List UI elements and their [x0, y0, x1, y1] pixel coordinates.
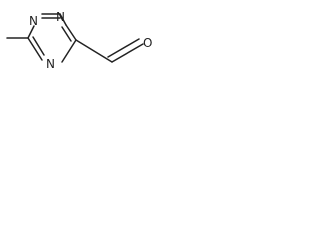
bond-c5-cho — [75, 39, 113, 63]
bond-c3-n4 — [27, 37, 43, 61]
atom-n2-label: N — [29, 14, 38, 28]
bond-c5-c6-double — [61, 26, 72, 42]
bond-cho-o-double-b — [107, 38, 140, 58]
bond-c6-n1 — [59, 13, 67, 26]
bond-c3-n4-double — [32, 36, 45, 56]
bond-n2-c3 — [27, 25, 35, 39]
atom-o-label: O — [143, 36, 152, 50]
bond-n4-c5 — [61, 39, 77, 63]
atom-n1-label: N — [56, 10, 65, 24]
molecule-structure: N N N O — [6, 10, 152, 71]
atom-n4-label: N — [46, 57, 55, 71]
bond-c5-c6 — [65, 24, 77, 41]
bond-cho-o-double-a — [111, 43, 144, 63]
